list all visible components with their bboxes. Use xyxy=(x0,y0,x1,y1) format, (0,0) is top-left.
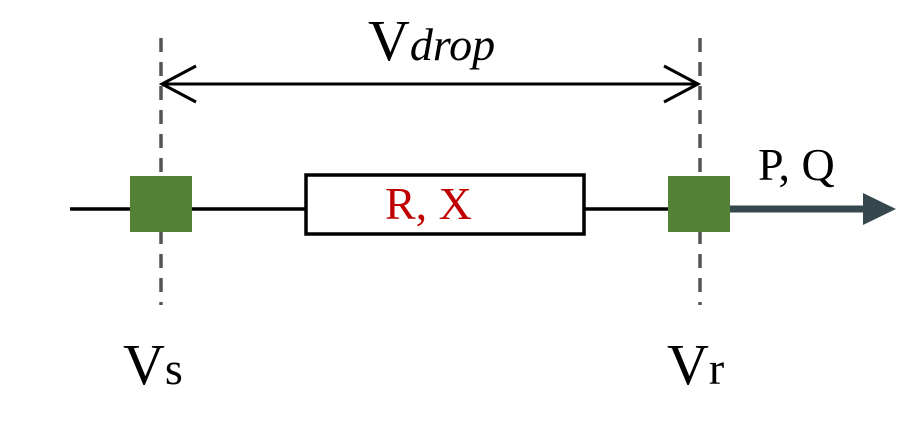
receiving-voltage-label: Vr xyxy=(667,336,724,394)
vdrop-label-main: V xyxy=(368,8,410,73)
sending-voltage-main: V xyxy=(123,332,165,397)
power-label: P, Q xyxy=(758,139,835,190)
vdrop-label-subscript: drop xyxy=(409,19,496,70)
sending-voltage-subscript: s xyxy=(164,343,183,394)
sending-voltage-label: Vs xyxy=(123,336,183,394)
impedance-label: R, X xyxy=(385,178,472,229)
vdrop-arrow-left-head xyxy=(158,64,197,104)
vdrop-arrow-right-head xyxy=(663,64,702,104)
sending-bus xyxy=(130,176,192,232)
power-flow-arrow-head xyxy=(863,193,896,225)
receiving-bus xyxy=(668,176,730,232)
receiving-voltage-subscript: r xyxy=(708,343,725,394)
vdrop-label: Vdrop xyxy=(368,12,495,70)
impedance-box xyxy=(304,173,586,236)
receiving-voltage-main: V xyxy=(667,332,709,397)
